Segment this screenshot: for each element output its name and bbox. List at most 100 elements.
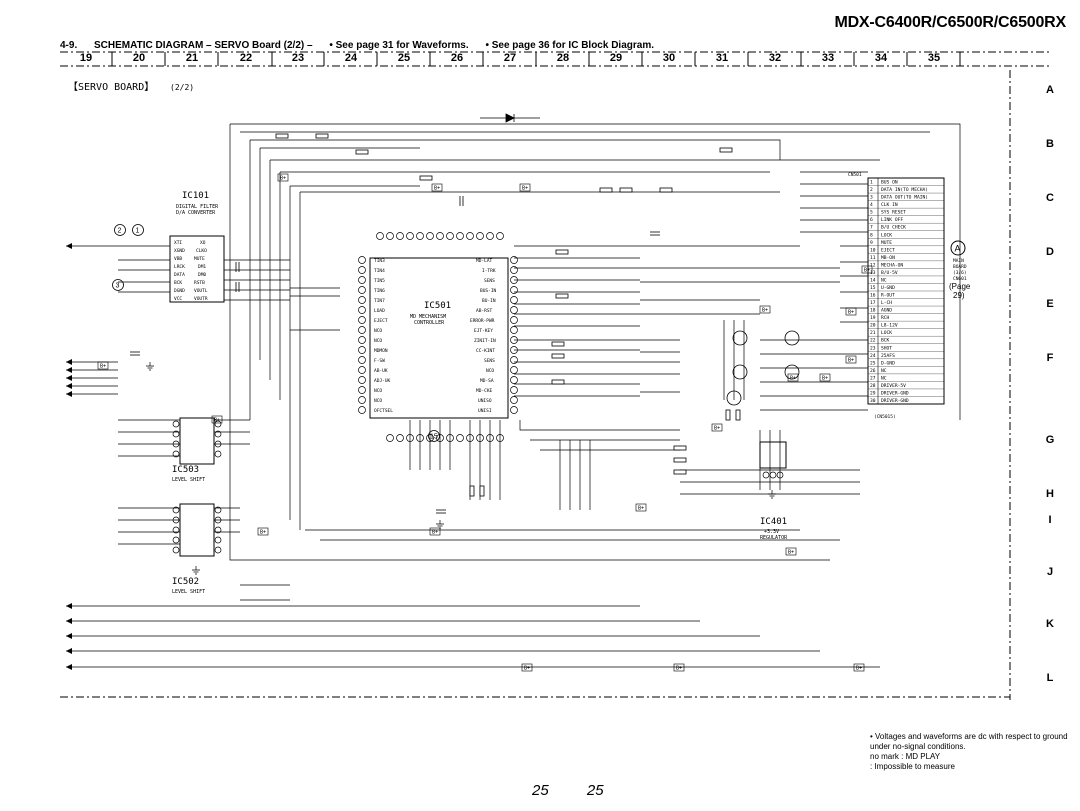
- connector-pin-number: 11: [870, 255, 876, 261]
- svg-text:DM1: DM1: [198, 264, 206, 270]
- svg-text:B+: B+: [676, 666, 682, 672]
- svg-text:B+: B+: [638, 506, 644, 512]
- diode-d501: [480, 113, 540, 123]
- svg-text:B+: B+: [864, 268, 870, 274]
- transistors: [726, 330, 800, 406]
- ic501-desc: MD MECHANISM: [410, 314, 446, 320]
- svg-text:B+: B+: [260, 530, 266, 536]
- passive-components: [275, 133, 741, 497]
- svg-text:EJECT: EJECT: [374, 318, 388, 324]
- connector-pin-signal: L-CH: [881, 300, 892, 306]
- ic101-desc: DIGITAL FILTER: [176, 204, 219, 210]
- svg-text:MD-CKE: MD-CKE: [476, 388, 493, 394]
- svg-text:MD-SA: MD-SA: [480, 378, 494, 384]
- svg-text:NCO: NCO: [374, 328, 382, 334]
- svg-text:DATA: DATA: [174, 272, 185, 278]
- svg-text:B+: B+: [280, 176, 286, 182]
- connector-pin-signal: 25AFS: [881, 353, 895, 359]
- row-label: D: [1046, 246, 1054, 258]
- connector-pin-signal: LOCK: [881, 232, 892, 238]
- connector-pin-signal: DATA IN(TO MECHA): [881, 187, 928, 193]
- connector-ref: CN501: [848, 172, 862, 178]
- connector-pin-number: 6: [870, 217, 873, 223]
- connector-pin-number: 5: [870, 210, 873, 216]
- svg-text:XO: XO: [200, 240, 206, 246]
- main-board-page-ref: 29): [953, 291, 965, 300]
- column-label: 20: [132, 52, 146, 64]
- svg-text:I-TRK: I-TRK: [482, 268, 496, 274]
- diagram-header: 4-9. SCHEMATIC DIAGRAM – SERVO Board (2/…: [60, 40, 668, 51]
- row-label: K: [1046, 618, 1054, 630]
- svg-text:B+: B+: [714, 426, 720, 432]
- svg-text:B+: B+: [848, 358, 854, 364]
- connector-pin-signal: MECHA-ON: [881, 262, 903, 268]
- svg-text:VOUTR: VOUTR: [194, 296, 208, 302]
- connector-pin-signal: B/U-5V: [881, 270, 898, 276]
- svg-text:BCK: BCK: [174, 280, 182, 286]
- connector-pin-number: 7: [870, 225, 873, 231]
- svg-text:OFCTSEL: OFCTSEL: [374, 408, 393, 414]
- svg-text:TIN3: TIN3: [374, 258, 385, 264]
- svg-text:CLKO: CLKO: [196, 248, 207, 254]
- connector-pin-number: 30: [870, 398, 876, 404]
- connector-pin-number: 23: [870, 345, 876, 351]
- connector-pin-signal: RCH: [881, 315, 890, 321]
- connector-pin-signal: DRIVER-GND: [881, 398, 909, 404]
- row-label: A: [1046, 84, 1054, 96]
- svg-text:1: 1: [136, 228, 140, 235]
- ic401-desc: REGULATOR: [760, 535, 788, 541]
- connector-pin-signal: DATA OUT(TO MAIN): [881, 195, 928, 201]
- model-title: MDX-C6400R/C6500R/C6500RX: [834, 14, 1066, 31]
- connector-pin-number: 25: [870, 360, 876, 366]
- connector-pin-number: 8: [870, 232, 873, 238]
- ic502-desc: LEVEL SHIFT: [172, 589, 205, 595]
- connector-pin-signal: AGND: [881, 308, 892, 314]
- row-label: E: [1046, 298, 1054, 310]
- column-label: 19: [79, 52, 93, 64]
- main-board-page-ref: (Page: [949, 282, 971, 291]
- connector-pin-signal: D-GND: [881, 360, 895, 366]
- connector-pin-number: 2: [870, 187, 873, 193]
- note-line: : Impossible to measure: [870, 762, 955, 771]
- connector-pin-number: 22: [870, 338, 876, 344]
- svg-text:TIN4: TIN4: [374, 268, 385, 274]
- connector-pin-number: 12: [870, 262, 876, 268]
- connector-pin-signal: NC: [881, 375, 887, 381]
- ic503-name: IC503: [172, 465, 199, 475]
- svg-text:AB-UK: AB-UK: [374, 368, 388, 374]
- section-number: 4-9.: [60, 40, 78, 51]
- row-label: J: [1046, 566, 1054, 578]
- note-line: under no-signal conditions.: [870, 742, 966, 751]
- board-title: 【SERVO BOARD】: [68, 81, 154, 93]
- ic502-name: IC502: [172, 577, 199, 587]
- connector-pin-signal: SHOT: [881, 345, 892, 351]
- connector-pin-number: 9: [870, 240, 873, 246]
- connector-pin-signal: MB-ON: [881, 255, 895, 261]
- ic501-name: IC501: [424, 301, 451, 311]
- note-line: • Voltages and waveforms are dc with res…: [870, 732, 1068, 741]
- main-board-label: MAIN: [953, 258, 964, 264]
- column-index-ruler: 19 20 21 22 23 24 25 26 27 28 29 30 31 3…: [60, 52, 1055, 66]
- svg-text:B+: B+: [762, 308, 768, 314]
- connector-pin-signal: B/U CHECK: [881, 225, 906, 231]
- page-number-right: 25: [586, 782, 604, 799]
- row-label: I: [1048, 514, 1052, 526]
- column-label: 26: [450, 52, 464, 64]
- svg-text:NCO: NCO: [374, 338, 382, 344]
- main-board-label: BOARD: [953, 264, 967, 270]
- connector-pin-signal: U-GND: [881, 285, 895, 291]
- main-board-label: (3/6): [953, 270, 967, 276]
- page-number-left: 25: [532, 782, 549, 799]
- connector-pin-number: 26: [870, 368, 876, 374]
- left-input-arrows: [66, 245, 118, 668]
- svg-text:B+: B+: [524, 666, 530, 672]
- column-label: 25: [397, 52, 411, 64]
- column-label: 35: [927, 52, 941, 64]
- page-numbers: 25 25: [532, 782, 638, 799]
- svg-text:MDMON: MDMON: [374, 348, 388, 354]
- svg-text:B+: B+: [848, 310, 854, 316]
